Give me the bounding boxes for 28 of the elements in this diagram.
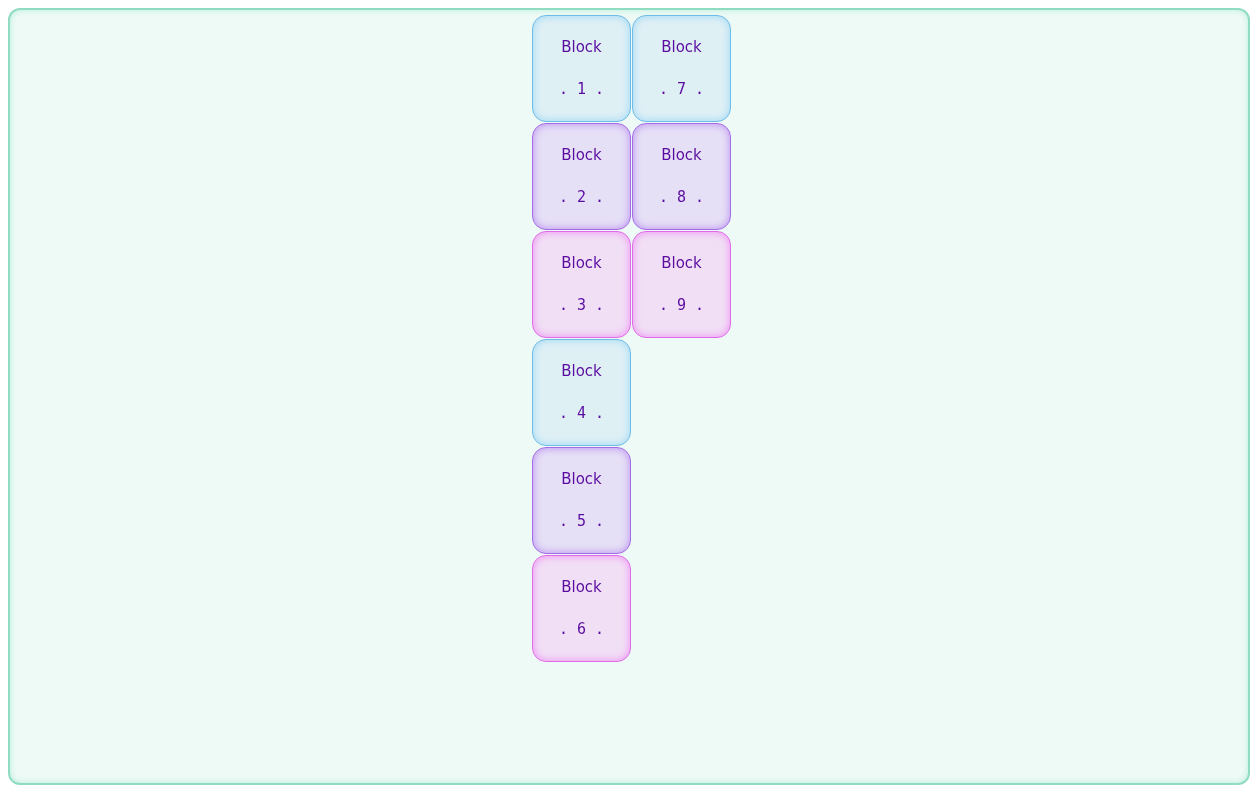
block-card (632, 15, 731, 122)
block-card (532, 231, 631, 338)
block-title: Block (561, 578, 602, 596)
block-number: . 9 . (658, 296, 705, 314)
block-number: . 6 . (558, 620, 605, 638)
block-number: . 5 . (558, 512, 605, 530)
block-card (532, 123, 631, 230)
block-card (532, 447, 631, 554)
block-number: . 1 . (558, 80, 605, 98)
panel-background (8, 8, 1250, 785)
block-title: Block (561, 146, 602, 164)
block-title: Block (561, 470, 602, 488)
block-number: . 4 . (558, 404, 605, 422)
block-title: Block (661, 38, 702, 56)
block-card (632, 123, 731, 230)
block-card (532, 15, 631, 122)
block-number: . 2 . (558, 188, 605, 206)
block-number: . 7 . (658, 80, 705, 98)
block-title: Block (661, 146, 702, 164)
block-number: . 3 . (558, 296, 605, 314)
block-title: Block (661, 254, 702, 272)
block-card (632, 231, 731, 338)
block-card (532, 339, 631, 446)
block-title: Block (561, 254, 602, 272)
block-title: Block (561, 38, 602, 56)
block-title: Block (561, 362, 602, 380)
block-card (532, 555, 631, 662)
block-number: . 8 . (658, 188, 705, 206)
